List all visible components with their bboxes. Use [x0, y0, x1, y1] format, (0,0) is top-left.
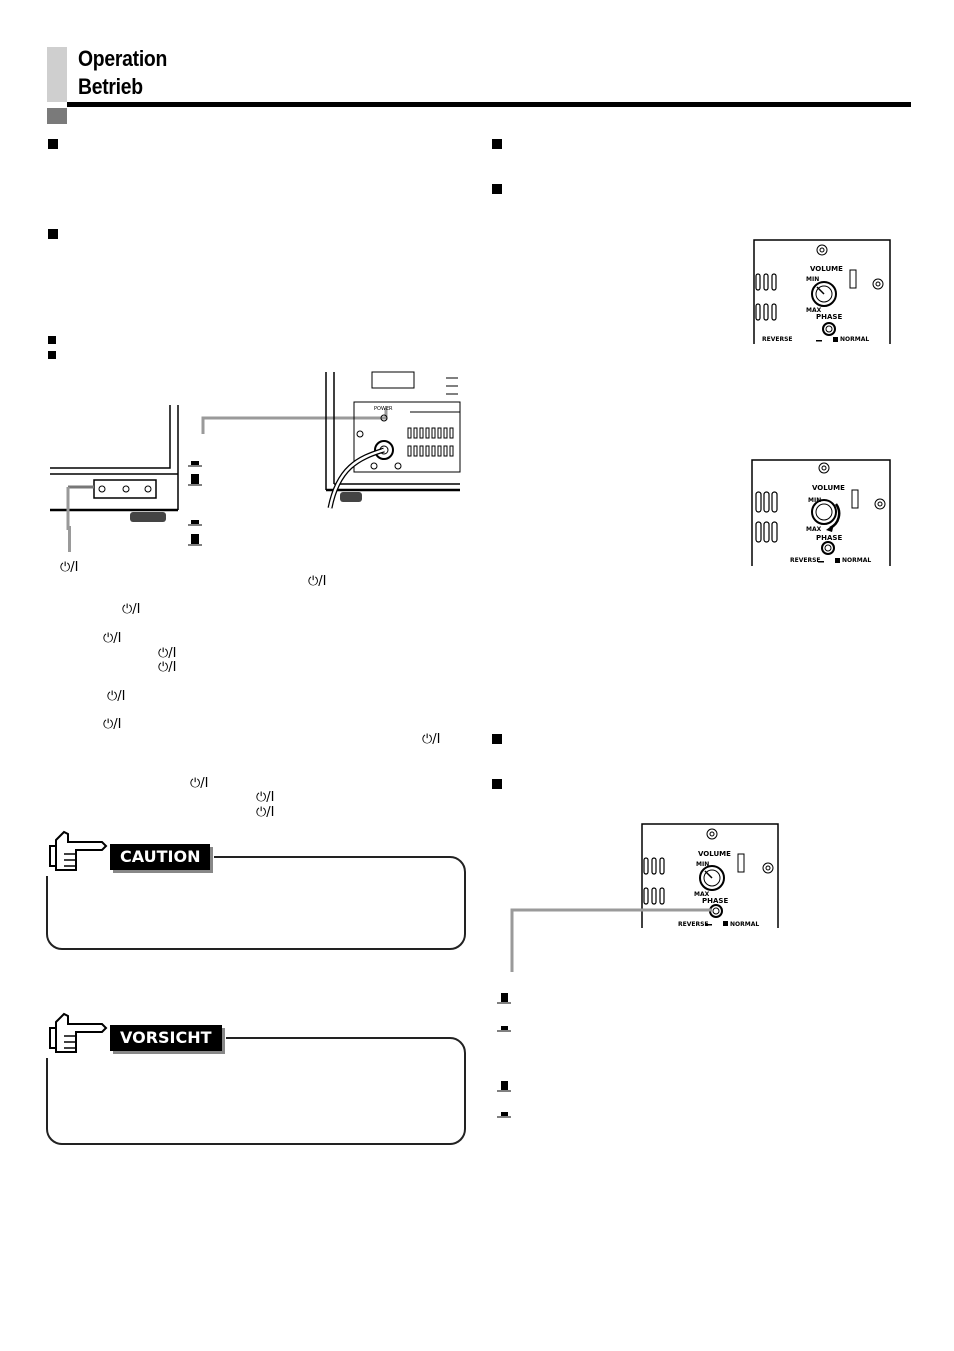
power-symbol: ⏻/I — [103, 631, 122, 646]
section-bullet — [48, 336, 56, 344]
reverse-label: REVERSE — [790, 557, 821, 564]
volume-panel-illustration-1: VOLUME MIN MAX PHASE REVERSE NORMAL — [753, 239, 891, 344]
power-symbol: ⏻/I — [122, 602, 141, 617]
power-symbol: ⏻/I — [190, 776, 209, 791]
header-dark-block — [47, 108, 67, 124]
header-rule — [67, 102, 911, 107]
power-symbol: ⏻/I — [107, 689, 126, 704]
max-label: MAX — [806, 307, 822, 314]
section-bullet — [48, 351, 56, 359]
section-bullet — [492, 779, 502, 789]
min-label: MIN — [806, 276, 819, 283]
caution-label-wrap: CAUTION — [108, 842, 215, 874]
normal-label: NORMAL — [730, 921, 759, 928]
section-bullet — [492, 734, 502, 744]
caution-box — [46, 856, 466, 950]
max-label: MAX — [806, 526, 822, 533]
phase-callout-line — [510, 908, 712, 972]
subwoofer-rear-illustration: POWER — [325, 371, 461, 509]
phase-panel-illustration: VOLUME MIN MAX PHASE REVERSE NORMAL — [641, 823, 779, 928]
power-callout-line — [201, 408, 388, 434]
power-symbol: ⏻/I — [308, 574, 327, 589]
min-label: MIN — [808, 497, 821, 504]
section-bullet — [48, 229, 58, 239]
page-title-de: Betrieb — [78, 74, 143, 99]
reverse-label: REVERSE — [762, 336, 793, 343]
power-symbol: ⏻/I — [103, 717, 122, 732]
power-symbol: ⏻/I — [256, 790, 275, 805]
power-symbol: ⏻/I — [60, 560, 79, 575]
section-bullet — [492, 139, 502, 149]
power-symbol: ⏻/I — [158, 646, 177, 661]
vorsicht-box — [46, 1037, 466, 1145]
phase-label: PHASE — [816, 313, 842, 321]
section-bullet — [492, 184, 502, 194]
vorsicht-label: VORSICHT — [110, 1025, 222, 1051]
power-symbol: ⏻/I — [256, 805, 275, 820]
reverse-label: REVERSE — [678, 921, 709, 928]
volume-panel-illustration-2: VOLUME MIN MAX PHASE REVERSE NORMAL — [751, 459, 891, 566]
max-label: MAX — [694, 891, 710, 898]
caution-label: CAUTION — [110, 844, 211, 870]
volume-label: VOLUME — [812, 484, 845, 492]
section-bullet — [48, 139, 58, 149]
phase-label: PHASE — [702, 897, 728, 905]
min-label: MIN — [696, 861, 709, 868]
power-symbol: ⏻/I — [422, 732, 441, 747]
pointing-hand-icon — [46, 830, 108, 876]
subwoofer-front-illustration — [50, 405, 179, 530]
svg-text:POWER: POWER — [374, 406, 393, 412]
switch-position-indicators — [188, 461, 202, 546]
pointing-hand-icon — [46, 1012, 108, 1058]
page-title-en: Operation — [78, 46, 168, 71]
normal-label: NORMAL — [840, 336, 869, 343]
power-symbol: ⏻/I — [158, 660, 177, 675]
normal-label: NORMAL — [842, 557, 871, 564]
volume-label: VOLUME — [810, 265, 843, 273]
vorsicht-label-wrap: VORSICHT — [108, 1023, 226, 1055]
phase-switch-indicators — [497, 993, 511, 1118]
header-gray-block — [47, 47, 67, 102]
volume-label: VOLUME — [698, 850, 731, 858]
phase-label: PHASE — [816, 534, 842, 542]
callout-line — [68, 526, 71, 552]
